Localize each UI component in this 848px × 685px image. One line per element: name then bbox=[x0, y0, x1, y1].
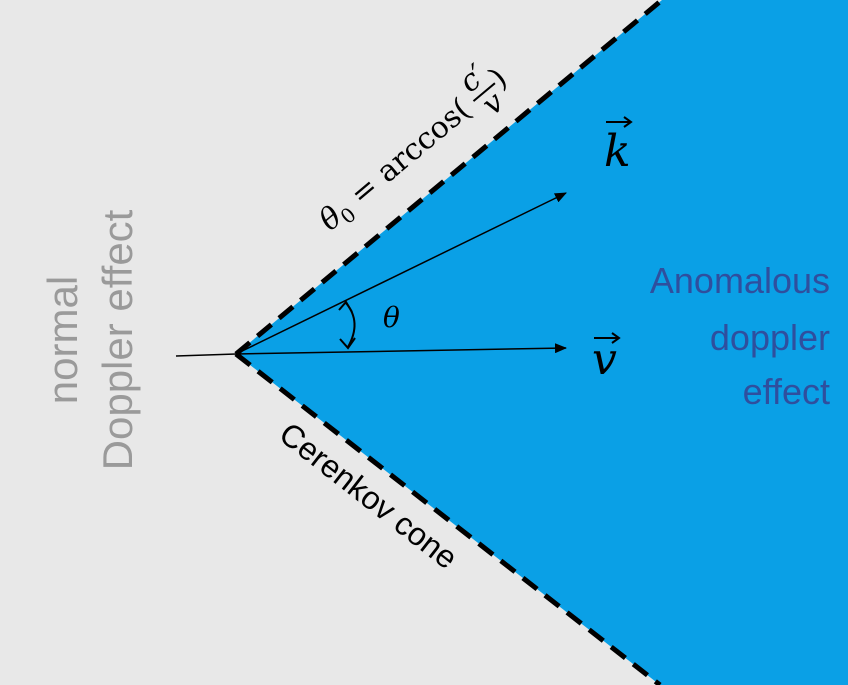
cone-lower-boundary bbox=[234, 352, 662, 685]
formula-fraction-bar bbox=[472, 82, 496, 102]
theta-label: θ bbox=[383, 301, 400, 334]
theta-arc-arrowhead-bottom bbox=[339, 337, 356, 350]
normal-doppler-label: normal Doppler effect bbox=[39, 209, 141, 470]
k-vector-overarrow-head bbox=[623, 116, 633, 128]
normal-doppler-line2: Doppler effect bbox=[94, 209, 141, 470]
anomalous-region bbox=[236, 0, 848, 685]
anomalous-line3: effect bbox=[743, 371, 830, 412]
v-vector-overarrow-head bbox=[611, 332, 621, 344]
theta-arc-arrowhead-top bbox=[338, 300, 353, 313]
v-vector-label-group: v bbox=[592, 332, 621, 385]
velocity-arrow bbox=[235, 343, 567, 355]
wave-vector-arrow bbox=[235, 192, 567, 355]
trajectory-line bbox=[175, 353, 237, 357]
normal-doppler-line1: normal bbox=[39, 276, 86, 404]
cone-upper-boundary bbox=[234, 0, 664, 356]
anomalous-doppler-label: Anomalous doppler effect bbox=[650, 260, 830, 412]
anomalous-line1: Anomalous bbox=[650, 260, 830, 301]
anomalous-line2: doppler bbox=[710, 317, 830, 358]
k-vector-label-group: k bbox=[604, 116, 633, 177]
k-vector-label: k bbox=[604, 126, 631, 177]
